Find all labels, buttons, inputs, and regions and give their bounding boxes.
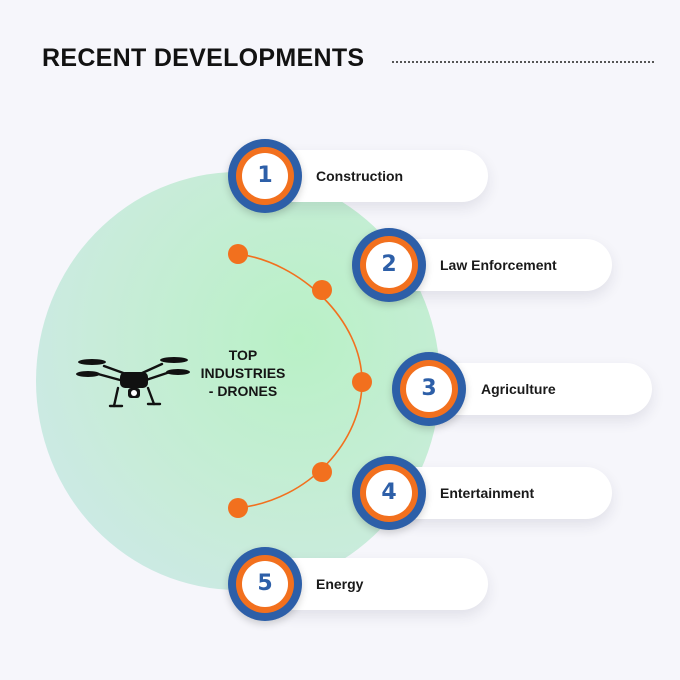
number-badge: 1: [228, 139, 302, 213]
center-label-line: TOP: [228, 347, 258, 363]
badge-number: 2: [366, 242, 412, 288]
center-label-line: - DRONES: [208, 383, 278, 399]
badge-number: 1: [242, 153, 288, 199]
arc-dot: [312, 462, 332, 482]
arc-dot: [312, 280, 332, 300]
center-label-line: INDUSTRIES: [200, 365, 286, 381]
badge-number: 3: [406, 366, 452, 412]
item-label: Law Enforcement: [440, 257, 557, 273]
item-label: Construction: [316, 168, 404, 184]
item-label: Energy: [316, 576, 364, 592]
arc-dot: [352, 372, 372, 392]
drone-icon: [76, 357, 190, 408]
item-card: [390, 467, 612, 519]
badge-number: 4: [366, 470, 412, 516]
arc-dot: [228, 498, 248, 518]
item-card: [390, 239, 612, 291]
item-label: Entertainment: [440, 485, 535, 501]
item-label: Agriculture: [481, 381, 556, 397]
item-card: [430, 363, 652, 415]
number-badge: 2: [352, 228, 426, 302]
item-card: [266, 150, 488, 202]
badge-number: 5: [242, 561, 288, 607]
number-badge: 3: [392, 352, 466, 426]
number-badge: 4: [352, 456, 426, 530]
arc-dot: [228, 244, 248, 264]
item-card: [266, 558, 488, 610]
number-badge: 5: [228, 547, 302, 621]
title-divider: [392, 61, 654, 63]
page-title: RECENT DEVELOPMENTS: [42, 44, 365, 72]
center-label: TOP INDUSTRIES - DRONES: [196, 346, 290, 400]
